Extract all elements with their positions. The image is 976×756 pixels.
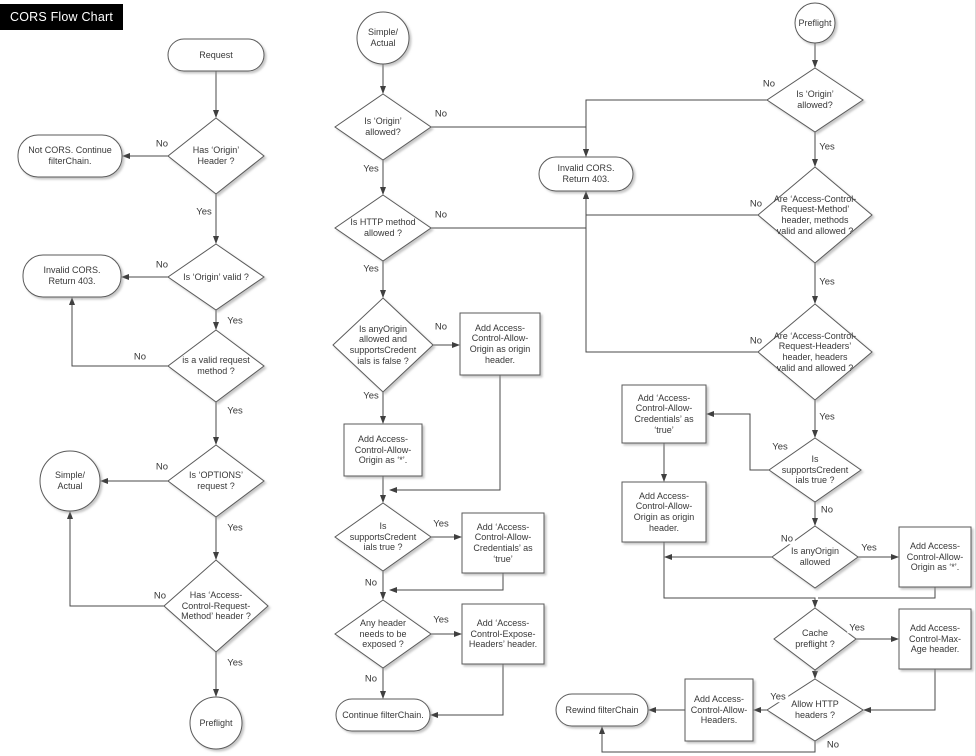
acao-star-right-rect — [898, 526, 972, 588]
origin-allowed-right-diamond — [766, 67, 864, 133]
invalid-cors-left-terminator — [22, 254, 122, 298]
edge-originheader-merge — [389, 375, 501, 493]
anyorigin-allowed-diamond — [771, 525, 859, 589]
acac-right-rect — [621, 384, 707, 444]
http-method-diamond — [334, 194, 432, 262]
request-terminator — [167, 38, 265, 72]
edge-method-no-to-invalid — [69, 297, 168, 367]
preflight-right-circle — [794, 2, 836, 44]
simple-actual-left-circle — [39, 450, 101, 512]
connectors — [67, 43, 936, 753]
edge-supportscred-r-yes-to-acac — [706, 411, 769, 471]
acac-mid-rect — [461, 512, 545, 574]
edge-acac-merge — [389, 573, 504, 593]
shapes — [17, 2, 972, 750]
anyorigin-and-cred-diamond — [332, 297, 434, 393]
simple-actual-mid-circle — [356, 11, 410, 65]
edge-acrm-no-to-simple — [67, 511, 164, 607]
origin-valid-diamond — [167, 243, 265, 311]
edge-star-r-merge — [818, 587, 936, 599]
acao-origin-right-rect — [621, 481, 707, 543]
supports-cred-right-diamond — [768, 437, 862, 503]
acao-origin-mid-rect — [459, 312, 541, 376]
edge-origin-allowed-r-no-to-invalid — [583, 99, 767, 157]
rewind-terminator — [555, 693, 649, 727]
acrh-valid-diamond — [757, 303, 873, 401]
preflight-left-circle — [189, 696, 243, 750]
origin-allowed-mid-diamond — [334, 93, 432, 161]
chart-title: CORS Flow Chart — [0, 4, 124, 30]
has-origin-diamond — [167, 117, 265, 195]
acao-star-mid-rect — [343, 423, 423, 477]
acrm-valid-diamond — [757, 166, 873, 264]
max-age-rect — [898, 608, 972, 670]
edge-allowhttp-no-to-rewind — [599, 726, 816, 753]
edge-maxage-to-allowheaders — [863, 669, 936, 713]
invalid-cors-mid-terminator — [538, 156, 634, 192]
supports-cred-mid-diamond — [334, 502, 432, 572]
notcors-terminator — [17, 134, 123, 178]
edge-origin-allowed-no-to-invalid — [431, 126, 589, 157]
cache-preflight-diamond — [773, 607, 857, 671]
edge-expose-to-continue — [430, 664, 504, 718]
acrm-header-diamond — [163, 559, 269, 653]
edge-http-no-to-invalid — [431, 191, 589, 229]
allow-headers-rect — [684, 678, 754, 742]
continue-terminator — [335, 698, 431, 732]
edge-originheader-r-to-cache — [663, 542, 818, 608]
expose-headers-rect — [461, 603, 545, 665]
edge-acrm-r-no-to-invalid — [583, 191, 758, 216]
allow-http-headers-diamond — [766, 678, 864, 742]
options-request-diamond — [167, 444, 265, 518]
valid-method-diamond — [167, 329, 265, 403]
any-header-diamond — [334, 599, 432, 669]
edge-acrh-no-to-invalid — [583, 191, 758, 353]
